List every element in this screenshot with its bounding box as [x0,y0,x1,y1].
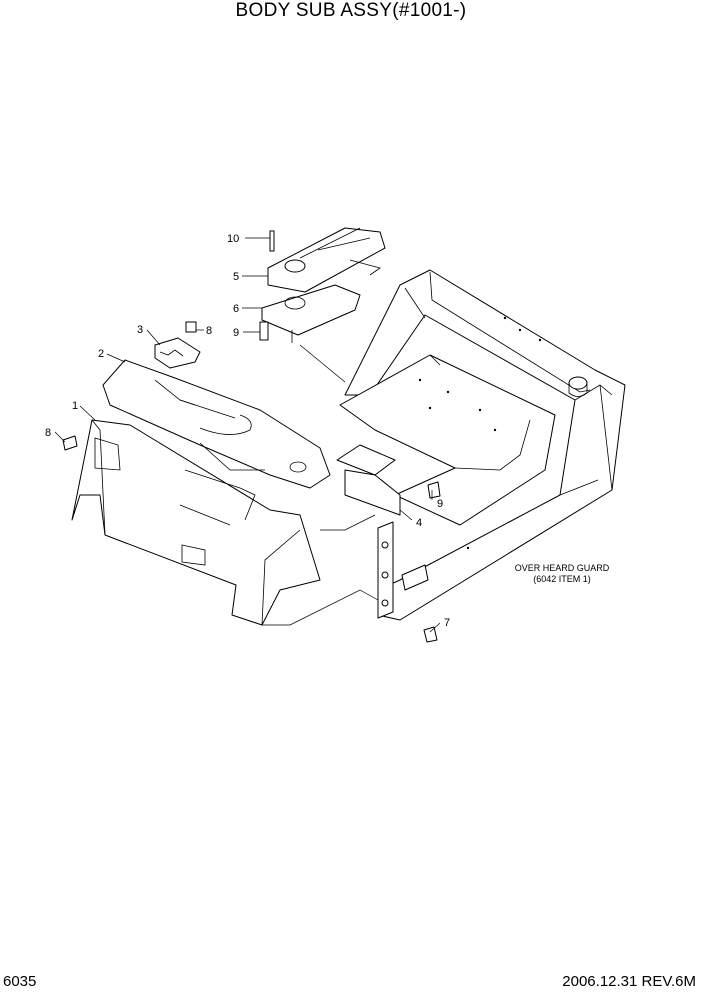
leader-lines [54,237,441,633]
part-8-bolt-left [62,435,78,451]
callout-8-upper: 8 [206,325,212,337]
callout-2: 2 [98,348,104,360]
revision-date: 2006.12.31 REV.6M [562,973,696,990]
callout-1: 1 [72,400,78,412]
callout-3: 3 [137,324,143,336]
callout-8-left: 8 [45,427,51,439]
callout-labels: 10 5 6 9 8 3 2 1 8 9 4 7 OVER HEARD GUAR… [45,233,610,629]
page-title: BODY SUB ASSY(#1001-) [235,0,467,21]
page-code: 6035 [3,973,37,990]
part-5-console-cover [267,227,386,293]
part-3-small-cover [154,337,201,369]
part-7-bolt [423,626,438,643]
part-9-bolt-lower [427,481,441,499]
callout-9-upper: 9 [233,327,239,339]
part-8-bolt-upper [185,321,197,333]
callout-7: 7 [444,617,450,629]
part-6-bracket [261,284,361,343]
callout-6: 6 [233,303,239,315]
fasteners [62,230,441,643]
part-9-bolt-upper [259,321,269,341]
overhead-guard-frame [336,269,626,621]
part-1-front-panel [71,419,321,626]
part-2-dash-panel [102,359,331,489]
note-line-1: OVER HEARD GUARD [515,563,610,573]
note-line-2: (6042 ITEM 1) [533,574,591,584]
callout-4: 4 [416,517,422,529]
part-10-screw [269,230,275,252]
callout-5: 5 [233,271,239,283]
callout-9-lower: 9 [437,498,443,510]
callout-10: 10 [227,233,239,245]
